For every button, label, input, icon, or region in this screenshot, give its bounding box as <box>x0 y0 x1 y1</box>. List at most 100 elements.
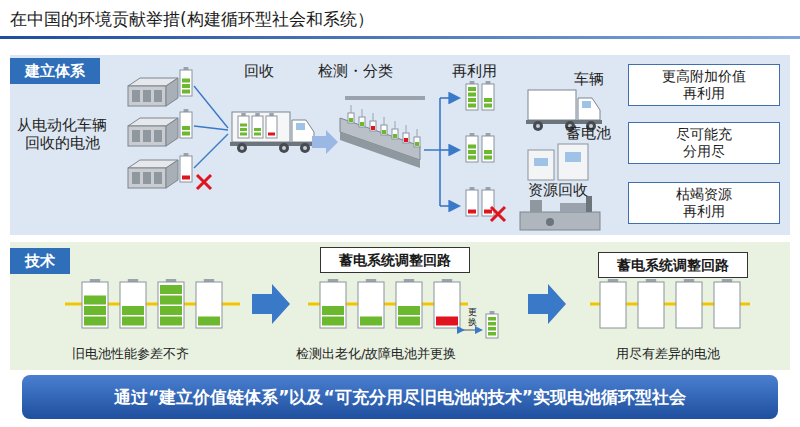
conveyor-cell <box>414 137 420 147</box>
truck-icon <box>230 112 316 153</box>
conveyor-cell <box>371 126 375 130</box>
shape <box>546 218 554 226</box>
battery-pack <box>128 160 178 188</box>
conveyor-arm <box>373 113 374 121</box>
shape <box>534 158 548 166</box>
node-text: 蓄电系统调整回路 <box>339 252 451 269</box>
battery-level <box>182 84 190 88</box>
shape <box>558 144 588 180</box>
conveyor-cell <box>381 125 387 135</box>
battery-level <box>322 306 344 315</box>
battery-pack <box>128 118 178 146</box>
storage-icon <box>528 144 588 180</box>
battery-body <box>396 282 422 328</box>
battery-level <box>182 90 190 94</box>
battery-level <box>160 296 182 305</box>
shape <box>520 212 600 230</box>
shape <box>560 203 586 212</box>
battery-level <box>268 133 275 136</box>
battery-body <box>120 282 146 328</box>
node-text: 更高附加价值再利用 <box>659 68 749 102</box>
swap-arrow <box>463 330 481 331</box>
shape <box>143 172 151 184</box>
step-arrow <box>252 284 290 324</box>
battery-body <box>320 282 346 328</box>
reject-cross <box>491 207 505 221</box>
battery-level <box>84 306 106 315</box>
battery-body <box>434 282 460 328</box>
battery-level <box>484 150 492 154</box>
shape <box>578 98 600 120</box>
battery-body <box>482 136 494 162</box>
battery-icon <box>600 279 626 328</box>
battery-level <box>468 93 476 97</box>
battery-level <box>240 124 247 127</box>
shape <box>292 120 314 142</box>
battery-level <box>182 79 190 83</box>
conveyor-arm <box>351 105 352 113</box>
battery-level <box>484 104 492 108</box>
battery-icon <box>482 187 494 216</box>
battery-body <box>180 156 192 182</box>
reject-cross <box>197 175 211 189</box>
conveyor-cell <box>404 138 408 142</box>
battery-icon <box>482 81 494 110</box>
battery-icon <box>120 279 146 328</box>
battery-body <box>482 190 494 216</box>
battery-icon <box>180 67 192 96</box>
caption-label: 车辆 <box>574 70 604 88</box>
battery-body <box>466 136 478 162</box>
branch-arrow <box>440 97 458 99</box>
node-text: 技术 <box>25 252 55 270</box>
shape <box>279 143 289 153</box>
battery-level <box>468 104 476 108</box>
battery-icon <box>466 187 478 216</box>
battery-icon <box>320 279 346 328</box>
battery-level <box>468 87 476 91</box>
shape <box>154 90 162 102</box>
battery-level <box>488 317 496 321</box>
shape <box>128 86 166 106</box>
caption-label: 蓄电池 <box>566 124 611 142</box>
battery-icon <box>676 279 702 328</box>
node-text: 枯竭资源再利用 <box>674 186 734 220</box>
shape <box>530 200 542 212</box>
node-text: 建立体系 <box>25 62 85 80</box>
battery-body <box>238 116 249 138</box>
shape <box>128 168 166 188</box>
battery-pack <box>128 78 178 106</box>
factory-icon <box>520 196 600 230</box>
battery-body <box>486 314 498 338</box>
conveyor-cell <box>370 121 376 131</box>
conveyor-cell <box>415 142 419 146</box>
battery-icon <box>196 279 222 328</box>
battery-level <box>468 98 476 102</box>
battery-icon <box>714 279 740 328</box>
flow-arrow <box>312 130 338 154</box>
shape <box>232 112 290 142</box>
shape <box>143 130 151 142</box>
battery-level <box>484 210 492 214</box>
battery-body <box>196 282 222 328</box>
conveyor-arm <box>362 109 363 117</box>
shape <box>166 118 178 146</box>
battery-level <box>488 322 496 326</box>
battery-level <box>488 327 496 331</box>
battery-icon <box>396 279 422 328</box>
conveyor-cell <box>382 130 386 134</box>
shape <box>300 143 310 153</box>
shape <box>528 150 554 180</box>
battery-icon <box>486 311 498 338</box>
purpose-box: 更高附加价值再利用 <box>628 64 780 106</box>
battery-icon <box>466 81 478 110</box>
battery-icon <box>252 113 263 138</box>
battery-level <box>240 133 247 136</box>
battery-level <box>468 210 476 214</box>
battery-level <box>254 133 261 136</box>
battery-level <box>488 332 496 336</box>
battery-level <box>160 317 182 326</box>
panel-tab: 建立体系 <box>10 58 100 84</box>
shape <box>143 90 151 102</box>
circuit-box: 蓄电系统调整回路 <box>320 247 470 273</box>
shape <box>154 130 162 142</box>
